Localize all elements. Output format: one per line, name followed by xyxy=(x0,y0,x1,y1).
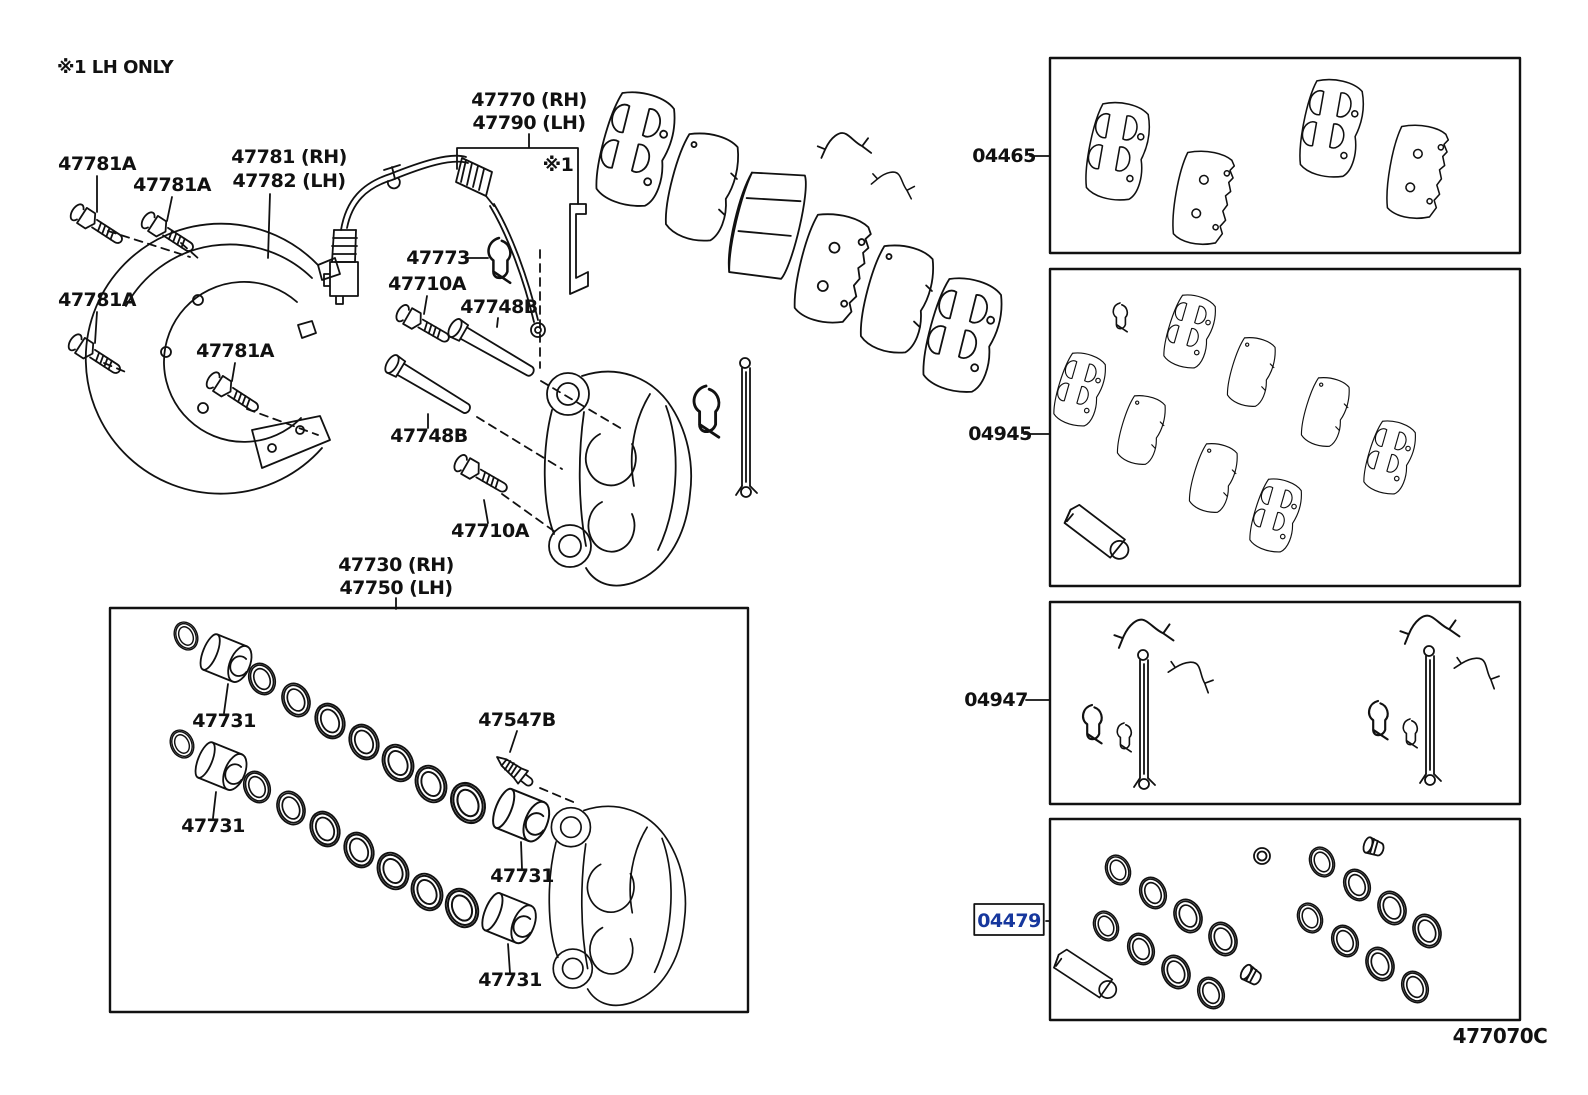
part-label-47781a-2[interactable]: 47781A xyxy=(133,174,212,196)
kit-box-04945 xyxy=(1048,267,1522,588)
part-label-47781a-1[interactable]: 47781A xyxy=(58,153,137,175)
caliper-kit-box-border xyxy=(108,606,750,1014)
part-label-47731-3[interactable]: 47731 xyxy=(490,865,554,887)
caliper-slide-pins xyxy=(381,315,539,420)
part-label-47731-4[interactable]: 47731 xyxy=(478,969,542,991)
shim-kit-04945-contents xyxy=(1048,290,1421,561)
brake-dust-shield-drawing xyxy=(84,222,341,495)
part-label-47750-lh[interactable]: 47750 (LH) xyxy=(339,577,453,599)
part-label-47730-rh[interactable]: 47730 (RH) xyxy=(338,554,454,576)
kit-box-04465 xyxy=(1048,56,1522,255)
part-label-47710a-2[interactable]: 47710A xyxy=(451,520,530,542)
part-label-04465[interactable]: 04465 xyxy=(972,145,1036,167)
text-diagram-code: 477070C xyxy=(1453,1024,1548,1048)
part-label-04947[interactable]: 04947 xyxy=(964,689,1028,711)
part-label-47731-2[interactable]: 47731 xyxy=(181,815,245,837)
caliper-kit-contents xyxy=(165,617,687,1007)
part-label-47782-lh[interactable]: 47782 (LH) xyxy=(232,170,346,192)
seal-kit-04479-contents xyxy=(1051,835,1447,1014)
part-label-47710a-1[interactable]: 47710A xyxy=(388,273,467,295)
part-label-47781a-4[interactable]: 47781A xyxy=(196,340,275,362)
fitting-kit-04947-contents xyxy=(1081,609,1505,790)
part-label-47781a-3[interactable]: 47781A xyxy=(58,289,137,311)
highlight-04479 xyxy=(973,903,1045,936)
kit-box-04947 xyxy=(1048,600,1522,806)
part-label-04479[interactable]: 04479 xyxy=(977,910,1041,932)
kit-boxes xyxy=(108,56,1522,1022)
part-label-47773[interactable]: 47773 xyxy=(406,247,470,269)
part-label-04945[interactable]: 04945 xyxy=(968,423,1032,445)
sensor-bracket-drawing xyxy=(569,203,589,295)
pad-wear-sensor-wire-drawing xyxy=(323,154,546,338)
leader-lines xyxy=(94,133,1051,974)
part-label-47748b-2[interactable]: 47748B xyxy=(390,425,468,447)
wire-clamp-drawing xyxy=(487,236,512,285)
part-label-47790-lh[interactable]: 47790 (LH) xyxy=(472,112,586,134)
kit-box-04479 xyxy=(1048,817,1522,1022)
part-label-47781-rh[interactable]: 47781 (RH) xyxy=(231,146,347,168)
part-label-star1[interactable]: ※1 xyxy=(543,154,574,176)
part-label-47770-rh[interactable]: 47770 (RH) xyxy=(471,89,587,111)
part-label-47731-1[interactable]: 47731 xyxy=(192,710,256,732)
part-label-47547b[interactable]: 47547B xyxy=(478,709,556,731)
part-label-47748b-1[interactable]: 47748B xyxy=(460,296,538,318)
brake-pad-stack-drawing xyxy=(588,85,1009,399)
text-note-lh-only: ※1 LH ONLY xyxy=(57,57,175,78)
pad-kit-04465-contents xyxy=(1080,74,1452,250)
brake-caliper-drawing xyxy=(543,357,758,587)
